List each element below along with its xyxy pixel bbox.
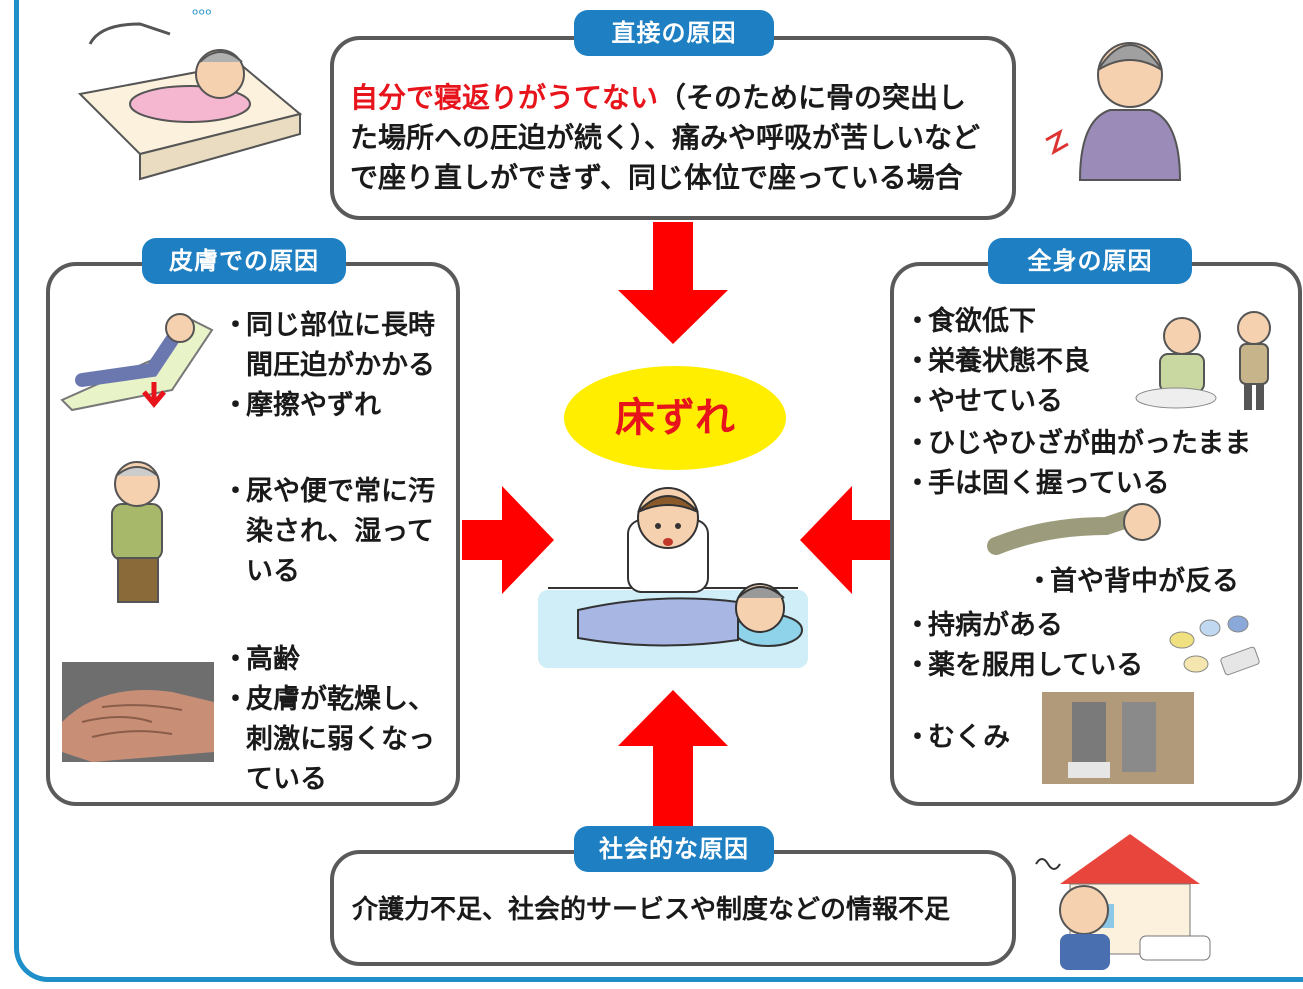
body-group-3: ・首や背中が反る	[1026, 566, 1239, 597]
skin-item: 間圧迫がかかる	[246, 350, 435, 381]
skin-item: いる	[246, 556, 300, 587]
direct-cause-text: 自分で寝返りがうてない（そのために骨の突出し た場所への圧迫が続く）、痛みや呼吸…	[350, 78, 1000, 198]
skin-item: 尿や便で常に汚	[246, 476, 435, 507]
center-label: 床ずれ	[564, 366, 786, 470]
skin-item: 高齢	[246, 644, 300, 675]
skin-item: ている	[246, 764, 327, 795]
patient-in-bed-illustration: ᵒᵒᵒ	[77, 5, 303, 181]
skin-item: 刺激に弱くなっ	[246, 724, 435, 755]
caregiver-turning-patient-illustration	[538, 487, 808, 668]
direct-cause-line1: （そのために骨の突出し	[658, 81, 967, 114]
svg-text:ᵒᵒᵒ: ᵒᵒᵒ	[192, 5, 212, 24]
body-item: ひじやひざが曲がったまま	[928, 428, 1252, 459]
body-item: 食欲低下	[928, 306, 1036, 337]
arrow-right-icon	[462, 486, 554, 594]
body-group-2: ・ひじやひざが曲がったまま ・手は固く握っている	[904, 428, 1252, 499]
reclining-patient-illustration	[60, 313, 214, 412]
body-cause-tab: 全身の原因	[988, 238, 1192, 284]
medicine-pills-icon	[1169, 615, 1260, 676]
direct-cause-line2: た場所への圧迫が続く）、痛みや呼吸が苦しいなど	[350, 121, 981, 154]
body-group-4: ・持病がある ・薬を服用している	[904, 610, 1144, 681]
skin-cause-tab: 皮膚での原因	[142, 238, 346, 284]
direct-cause-line3: で座り直しができず、同じ体位で座っている場合	[350, 161, 963, 194]
body-item: 首や背中が反る	[1050, 566, 1239, 597]
skin-group-1: ・同じ部位に長時 間圧迫がかかる ・摩擦やずれ	[222, 310, 435, 421]
direct-cause-box	[330, 36, 1016, 220]
body-item: 手は固く握っている	[928, 468, 1170, 499]
elderly-man-standing-illustration	[111, 461, 163, 603]
swollen-legs-photo	[1042, 692, 1194, 784]
body-item: 薬を服用している	[928, 650, 1144, 681]
body-item: むくみ	[928, 722, 1011, 753]
family-caregiver-house-illustration	[1035, 834, 1211, 970]
skin-item: 皮膚が乾燥し、	[246, 684, 435, 715]
body-group-1: ・食欲低下 ・栄養状態不良 ・やせている	[904, 306, 1090, 417]
skin-item: 摩擦やずれ	[246, 390, 381, 421]
arrow-down-icon	[618, 222, 728, 344]
elderly-people-eating-illustration	[1135, 311, 1271, 410]
aged-skin-photo	[62, 662, 214, 762]
elderly-woman-knee-pain-illustration	[1045, 42, 1182, 181]
skin-group-2: ・尿や便で常に汚 染され、湿って いる	[222, 476, 435, 587]
contracted-patient-illustration	[987, 503, 1161, 555]
arrow-up-icon	[618, 690, 728, 826]
outer-frame	[14, 0, 1303, 982]
skin-item: 染され、湿って	[246, 516, 434, 547]
body-item: やせている	[928, 386, 1063, 417]
skin-group-3: ・高齢 ・皮膚が乾燥し、 刺激に弱くなっ ている	[222, 644, 435, 795]
social-cause-tab: 社会的な原因	[574, 826, 774, 872]
body-item: 持病がある	[928, 610, 1063, 641]
body-group-5: ・むくみ	[904, 722, 1011, 753]
social-cause-text: 介護力不足、社会的サービスや制度などの情報不足	[352, 895, 951, 925]
skin-item: 同じ部位に長時	[246, 310, 435, 341]
body-item: 栄養状態不良	[928, 346, 1090, 377]
arrow-left-icon	[800, 486, 890, 594]
direct-cause-tab: 直接の原因	[574, 10, 774, 56]
direct-cause-highlight: 自分で寝返りがうてない	[350, 81, 659, 114]
